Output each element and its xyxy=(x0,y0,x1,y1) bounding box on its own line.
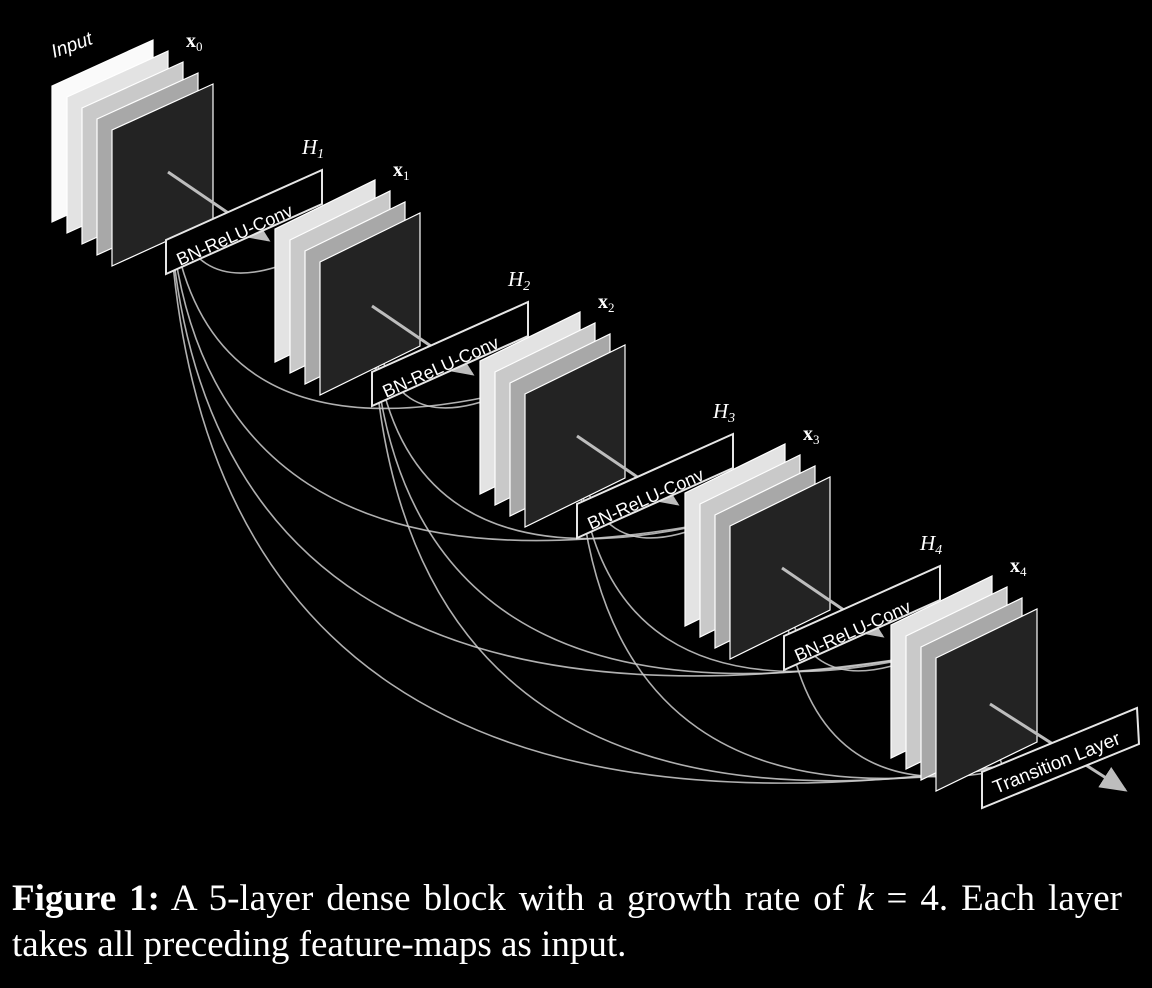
layer-function-label: H3 xyxy=(712,399,735,426)
feature-map-stack xyxy=(684,443,885,660)
feature-map-label: x3 xyxy=(803,423,820,447)
feature-map-label-subscript: 4 xyxy=(1020,564,1027,579)
dense-connection xyxy=(167,171,711,542)
feature-map-label: x1 xyxy=(393,159,410,183)
feature-map-stack xyxy=(890,575,1128,792)
dense-connection xyxy=(371,305,921,675)
op-box-frame xyxy=(576,432,734,540)
feature-map-label: x4 xyxy=(1010,555,1027,579)
feature-map-front xyxy=(524,344,626,528)
feature-map-label-subscript: 0 xyxy=(196,39,203,54)
dense-connection xyxy=(167,171,1041,784)
input-label: Input xyxy=(49,28,97,62)
feature-map-stack xyxy=(51,39,271,267)
feature-map-label: x0 xyxy=(186,30,203,54)
op-box-frame xyxy=(371,300,529,408)
feature-map-front xyxy=(935,608,1038,792)
figure-caption: Figure 1: A 5-layer dense block with a g… xyxy=(12,876,1122,968)
dense-connection xyxy=(576,435,1041,780)
feature-map-label: x2 xyxy=(598,291,615,315)
layer-function-label: H1 xyxy=(301,135,324,162)
caption-text-after: = 4. Each layer takes all preceding feat… xyxy=(12,878,1122,965)
feature-map-label-subscript: 1 xyxy=(403,168,410,183)
feature-map-stack xyxy=(274,179,475,396)
dense-connection xyxy=(371,305,1041,782)
feature-map-label-subscript: 2 xyxy=(608,300,615,315)
op-box-frame xyxy=(783,564,941,672)
feature-map-label-subscript: 3 xyxy=(813,432,820,447)
caption-lead: Figure 1: xyxy=(12,878,160,919)
caption-text-before: A 5-layer dense block with a growth rate… xyxy=(159,878,858,919)
feature-map-stacks xyxy=(51,39,1128,792)
layer-function-label: H4 xyxy=(919,531,942,558)
op-box-frame xyxy=(165,168,323,276)
layer-function-subscript: 1 xyxy=(317,147,324,162)
caption-variable: k xyxy=(857,878,874,919)
feature-map-stack xyxy=(479,311,680,528)
feature-map-front xyxy=(729,476,831,660)
feature-map-front xyxy=(319,212,421,396)
layer-function-subscript: 2 xyxy=(523,279,530,294)
transition-layer-box xyxy=(981,706,1141,810)
layer-function-subscript: 4 xyxy=(935,543,942,558)
layer-function-subscript: 3 xyxy=(727,411,735,426)
layer-function-label: H2 xyxy=(507,267,530,294)
dense-connection xyxy=(167,171,921,677)
